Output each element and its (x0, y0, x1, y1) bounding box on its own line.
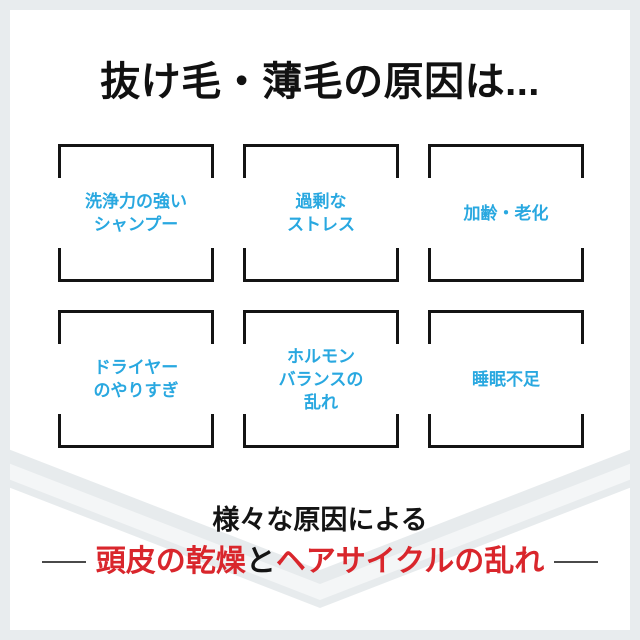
conclusion-highlight-group: 頭皮の乾燥とヘアサイクルの乱れ (96, 542, 545, 582)
cause-label-line: ストレス (287, 215, 355, 234)
cause-box-shampoo[interactable]: 洗浄力の強い シャンプー (58, 144, 214, 282)
cause-label-line: バランスの (278, 369, 364, 389)
rule-right (554, 561, 599, 563)
cause-box-stress[interactable]: 過剰な ストレス (243, 144, 399, 282)
bracket-top (428, 144, 584, 178)
conclusion-red-2: ヘアサイクルの乱れ (275, 545, 545, 578)
conclusion-line-2: 頭皮の乾燥とヘアサイクルの乱れ (10, 542, 630, 582)
cause-label-line: 加齢・老化 (463, 203, 549, 223)
bracket-top (243, 310, 399, 344)
cause-label-line: 洗浄力の強い (85, 192, 187, 211)
cause-grid: 洗浄力の強い シャンプー 過剰な ストレス 加齢・老 (58, 144, 584, 476)
conclusion-connector: と (245, 545, 276, 578)
cause-label-line: ドライヤー (93, 358, 179, 377)
conclusion-block: 様々な原因による 頭皮の乾燥とヘアサイクルの乱れ (10, 502, 630, 582)
cause-label-line: 乱れ (304, 392, 338, 412)
bracket-bottom (243, 248, 399, 282)
cause-label: 加齢・老化 (428, 144, 584, 282)
bracket-bottom (58, 414, 214, 448)
cause-row-1: 洗浄力の強い シャンプー 過剰な ストレス 加齢・老 (58, 144, 584, 282)
cause-label: ドライヤー のやりすぎ (58, 310, 214, 448)
bracket-top (58, 310, 214, 344)
cause-box-dryer[interactable]: ドライヤー のやりすぎ (58, 310, 214, 448)
cause-label-line: のやりすぎ (93, 381, 179, 400)
bracket-bottom (428, 414, 584, 448)
page-title: 抜け毛・薄毛の原因は... (100, 60, 540, 104)
conclusion-red-1: 頭皮の乾燥 (95, 545, 246, 578)
cause-box-aging[interactable]: 加齢・老化 (428, 144, 584, 282)
cause-row-2: ドライヤー のやりすぎ ホルモン バランスの 乱れ (58, 310, 584, 448)
cause-label: 睡眠不足 (428, 310, 584, 448)
content-panel: 抜け毛・薄毛の原因は... 洗浄力の強い シャンプー 過剰な (10, 10, 630, 630)
cause-label-line: ホルモン (287, 346, 355, 366)
cause-label: 洗浄力の強い シャンプー (58, 144, 214, 282)
cause-label: 過剰な ストレス (243, 144, 399, 282)
cause-label-line: 過剰な (295, 192, 347, 211)
cause-label: ホルモン バランスの 乱れ (243, 310, 399, 448)
bracket-bottom (58, 248, 214, 282)
bracket-bottom (243, 414, 399, 448)
cause-box-hormone[interactable]: ホルモン バランスの 乱れ (243, 310, 399, 448)
bracket-top (58, 144, 214, 178)
bracket-bottom (428, 248, 584, 282)
bracket-top (428, 310, 584, 344)
conclusion-line-1: 様々な原因による (212, 505, 428, 535)
bracket-top (243, 144, 399, 178)
rule-left (41, 561, 86, 563)
cause-box-sleep[interactable]: 睡眠不足 (428, 310, 584, 448)
cause-label-line: 睡眠不足 (472, 369, 540, 389)
cause-label-line: シャンプー (93, 215, 179, 234)
